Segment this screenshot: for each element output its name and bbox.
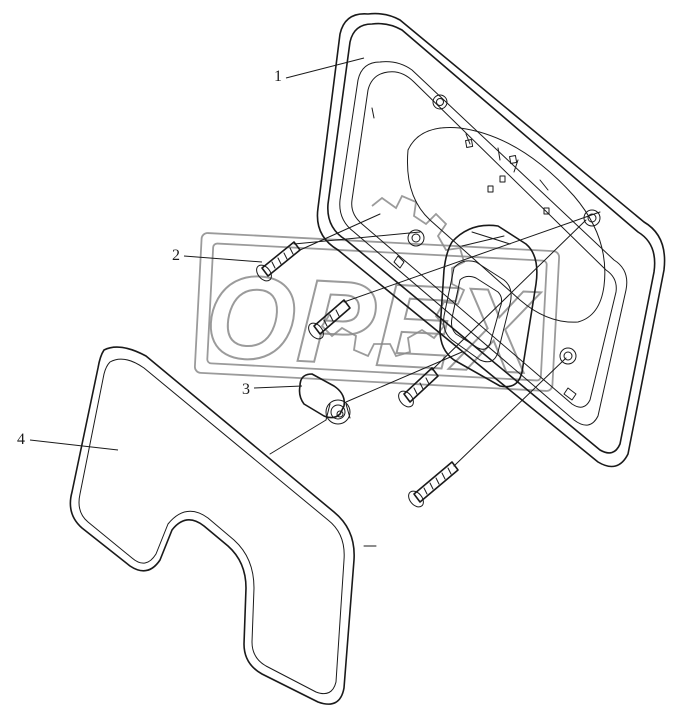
opex-watermark-logo: OPEX [193, 194, 561, 400]
callout-label-2: 2 [172, 247, 180, 264]
callout-label-4: 4 [17, 431, 25, 448]
callout-3: 3 [242, 381, 303, 398]
part-4-lens [69, 346, 377, 705]
callout-4: 4 [17, 431, 119, 451]
part-2-screws [256, 211, 601, 508]
callout-2: 2 [172, 247, 263, 264]
part-3-bulb [269, 351, 463, 455]
callout-1: 1 [274, 57, 365, 85]
part-1-housing [316, 12, 666, 468]
callout-label-3: 3 [242, 381, 250, 398]
lamp-socket [439, 224, 538, 388]
callout-label-1: 1 [274, 68, 282, 85]
